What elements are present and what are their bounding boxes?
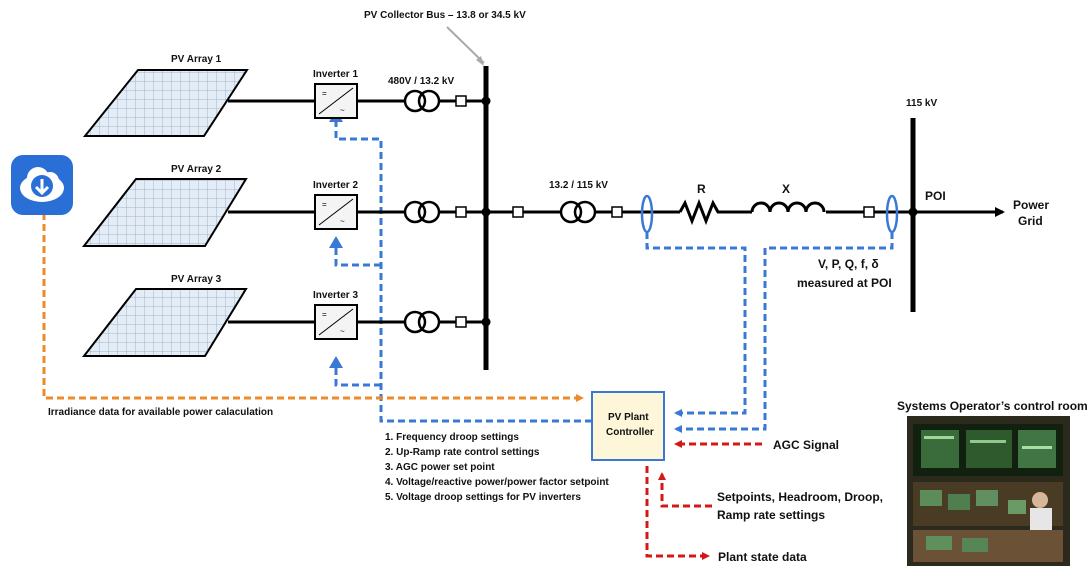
settings-item: 4. Voltage/reactive power/power factor s…	[385, 477, 609, 488]
measured-label-1: V, P, Q, f, δ	[818, 257, 879, 271]
poi-label: POI	[925, 189, 946, 203]
controller-label-1: PV Plant	[608, 412, 649, 423]
agc-signal-label: AGC Signal	[773, 438, 839, 452]
settings-item: 2. Up-Ramp rate control settings	[385, 447, 540, 458]
transformer-2	[405, 202, 439, 222]
main-transformer	[561, 202, 595, 222]
pv-array-3	[84, 289, 246, 356]
cloud-download-icon	[11, 155, 73, 215]
svg-text:~: ~	[340, 327, 345, 336]
control-room-photo	[907, 416, 1070, 566]
setpoints-label-1: Setpoints, Headroom, Droop,	[717, 490, 883, 504]
svg-text:~: ~	[340, 217, 345, 226]
resistor-icon	[680, 203, 722, 221]
transformer-1	[405, 91, 439, 111]
pv-array-1	[85, 70, 247, 136]
power-grid-label-2: Grid	[1018, 214, 1043, 228]
pv-array-2	[84, 179, 246, 246]
ct-sensor-2	[887, 196, 897, 232]
main-transformer-label: 13.2 / 115 kV	[549, 180, 608, 191]
inverter-control-links	[329, 110, 592, 421]
settings-item: 3. AGC power set point	[385, 462, 495, 473]
plant-controller-box	[592, 392, 664, 460]
inverter-3: = ~	[315, 305, 357, 339]
settings-list: 1. Frequency droop settings 2. Up-Ramp r…	[385, 432, 609, 503]
svg-text:~: ~	[340, 106, 345, 115]
inverter-1-label: Inverter 1	[313, 69, 358, 80]
collector-bus-label: PV Collector Bus – 13.8 or 34.5 kV	[364, 10, 526, 21]
settings-item: 5. Voltage droop settings for PV inverte…	[385, 492, 581, 503]
controller-label-2: Controller	[606, 427, 654, 438]
inverter-3-label: Inverter 3	[313, 290, 358, 301]
pv-array-2-label: PV Array 2	[171, 164, 222, 175]
inverter-2-label: Inverter 2	[313, 180, 358, 191]
pv-array-3-label: PV Array 3	[171, 274, 222, 285]
voltage-115-label: 115 kV	[906, 98, 937, 109]
irradiance-label: Irradiance data for available power cala…	[48, 407, 273, 418]
svg-text:=: =	[322, 89, 327, 98]
collector-bus-pointer	[447, 27, 484, 63]
svg-text:=: =	[322, 310, 327, 319]
inverter-1: = ~	[315, 84, 357, 118]
svg-text:=: =	[322, 200, 327, 209]
ct-sensor-1	[642, 196, 652, 232]
pv-array-1-label: PV Array 1	[171, 54, 222, 65]
transformer-1-label: 480V / 13.2 kV	[388, 76, 454, 87]
transformer-3	[405, 312, 439, 332]
inverter-2: = ~	[315, 195, 357, 229]
measured-label-2: measured at POI	[797, 276, 892, 290]
plant-state-label: Plant state data	[718, 550, 807, 564]
reactance-label: X	[782, 182, 790, 196]
settings-item: 1. Frequency droop settings	[385, 432, 519, 443]
power-grid-label-1: Power	[1013, 198, 1049, 212]
resistance-label: R	[697, 182, 706, 196]
control-room-label: Systems Operator’s control room	[897, 399, 1088, 413]
setpoints-label-2: Ramp rate settings	[717, 508, 825, 522]
inductor-icon	[752, 203, 824, 212]
